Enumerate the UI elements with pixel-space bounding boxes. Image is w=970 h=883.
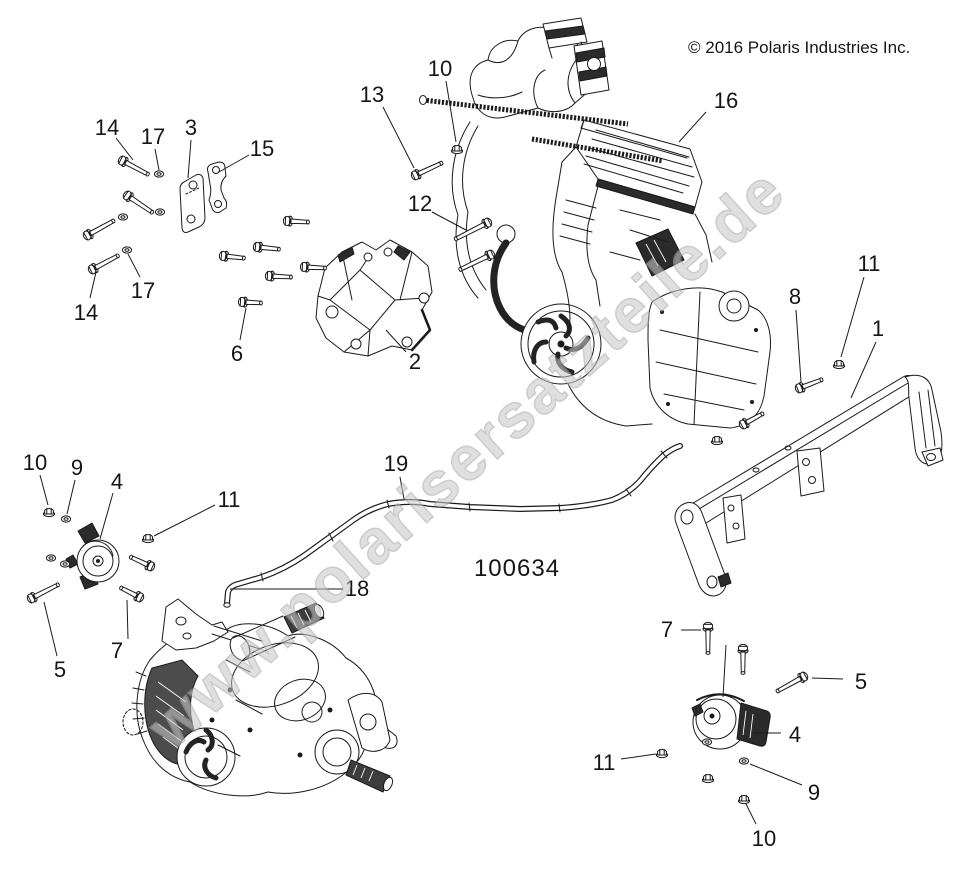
callout-label: 12 (408, 191, 432, 216)
callout-label: 15 (250, 136, 274, 161)
plate-3 (179, 173, 206, 233)
callout-label: 7 (661, 617, 673, 642)
part-number: 100634 (474, 555, 560, 582)
engine-illustration (419, 17, 771, 429)
callout-label: 10 (752, 826, 776, 851)
callout-label: 17 (141, 124, 165, 149)
transmission-illustration (122, 598, 398, 797)
callout-label: 11 (593, 750, 616, 775)
frame-bracket (674, 374, 944, 597)
callout-label: 17 (131, 278, 155, 303)
callout-label: 13 (360, 82, 384, 107)
callout-label: 14 (95, 115, 119, 140)
callout-label: 9 (808, 780, 820, 805)
callout-leader-lines (39, 80, 877, 825)
plate-15 (207, 161, 228, 213)
callout-label: 3 (185, 115, 197, 140)
callout-label: 5 (54, 657, 66, 682)
engine-mount-left (65, 522, 120, 590)
vent-tube (223, 443, 683, 608)
callout-label: 14 (74, 300, 98, 325)
copyright-notice: © 2016 Polaris Industries Inc. (688, 38, 910, 57)
callout-label: 6 (231, 341, 243, 366)
callout-label: 11 (858, 251, 881, 276)
bolts (25, 153, 824, 694)
callout-label: 16 (714, 88, 738, 113)
callout-label: 11 (218, 487, 241, 512)
callout-label: 18 (345, 576, 369, 601)
callout-label: 10 (23, 450, 47, 475)
callout-label: 1 (872, 316, 884, 341)
callout-label: 5 (855, 669, 867, 694)
callout-labels: 14 17 3 15 13 10 16 12 17 14 6 2 8 11 1 … (23, 56, 884, 851)
callout-label: 8 (789, 284, 801, 309)
callout-label: 19 (384, 451, 408, 476)
callout-label: 2 (409, 349, 421, 374)
callout-label: 10 (428, 56, 452, 81)
engine-mount-bracket (315, 239, 433, 357)
callout-label: 7 (111, 638, 123, 663)
callout-label: 9 (71, 455, 83, 480)
callout-label: 4 (789, 722, 801, 747)
engine-mount-right (691, 693, 771, 750)
callout-label: 4 (111, 469, 123, 494)
assembly-line (722, 644, 727, 698)
